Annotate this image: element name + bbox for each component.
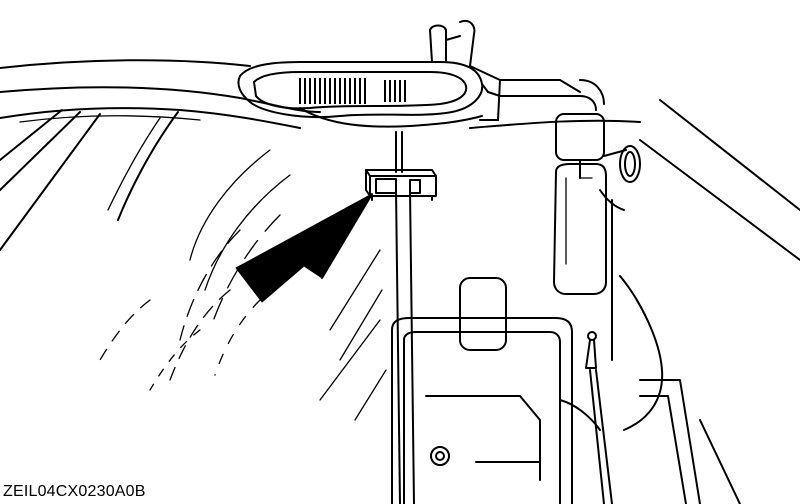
seat-and-controls [391,277,601,504]
mirror-assembly [499,79,641,295]
side-lever [585,275,741,504]
windshield-frame [0,109,179,251]
overhead-console [237,61,501,128]
console-vent-grilles [299,78,406,104]
cab-pillar [395,99,800,504]
visor-bracket [429,20,581,121]
glass-reflection-lines [99,149,291,391]
highlighted-component [365,169,437,201]
figure-reference-code: ZEIL04CX0230A0B [3,483,146,500]
pillar-glass-hatch [319,249,387,421]
callout-arrow-icon [235,193,373,303]
cab-roof-outline [0,59,641,129]
wire-harness [395,131,403,173]
